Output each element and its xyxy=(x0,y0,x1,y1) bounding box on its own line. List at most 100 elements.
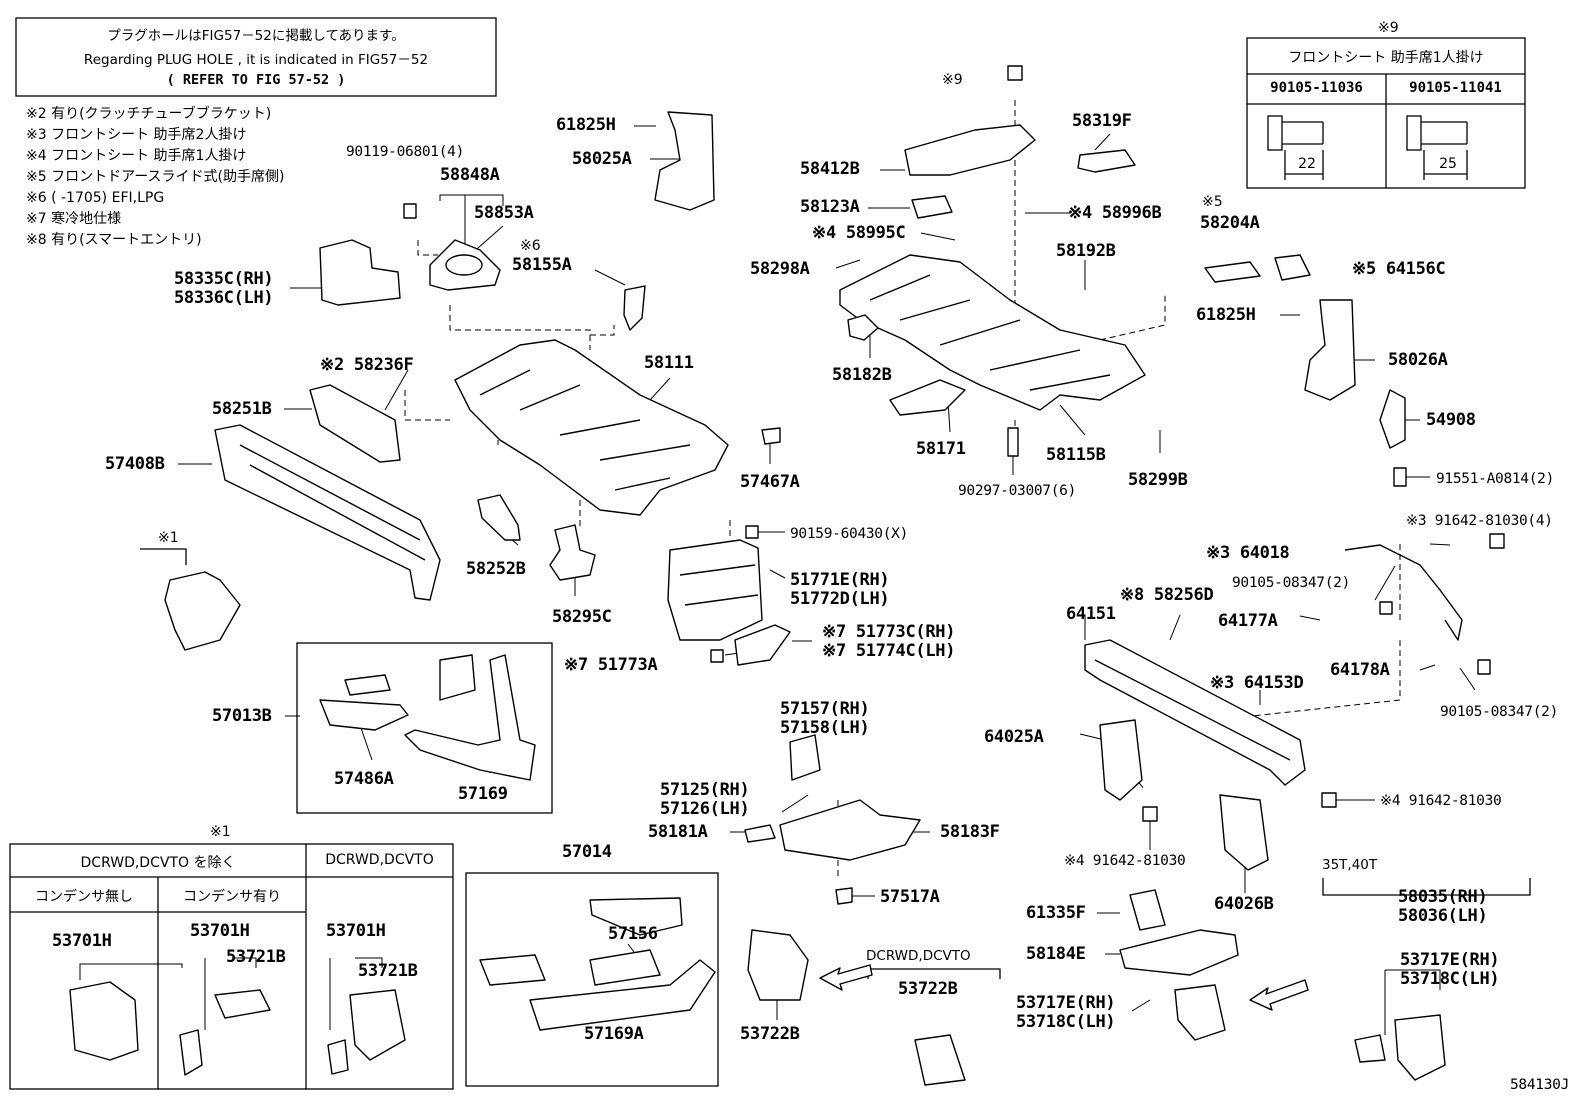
label-91642-b: ※4 91642-81030 xyxy=(1064,853,1186,869)
label-51773A: ※7 51773A xyxy=(564,655,658,675)
label-57486A: 57486A xyxy=(334,769,394,789)
label-51771E: 51771E(RH) xyxy=(790,570,890,590)
group-box-57013B xyxy=(296,642,553,814)
label-51774C: ※7 51774C(LH) xyxy=(822,641,956,661)
part-marked-1 xyxy=(164,571,241,651)
condition-group-1: DCRWD,DCVTO を除く xyxy=(80,855,236,871)
label-64153D: ※3 64153D xyxy=(1210,673,1304,693)
note-3: ※3 フロントシート 助手席2人掛け xyxy=(26,127,247,143)
label-58035: 58035(RH) xyxy=(1398,887,1488,907)
note-2: ※2 有り(クラッチチューブブラケット) xyxy=(26,106,272,122)
label-58025A: 58025A xyxy=(572,149,632,169)
label-53721B-2: 53721B xyxy=(358,961,418,981)
bolt-91551 xyxy=(1393,467,1407,487)
part-58123A xyxy=(911,195,953,219)
arrow-left-53717E xyxy=(1249,979,1309,1011)
part-51773C xyxy=(734,624,791,666)
part-53721B-2 xyxy=(349,989,406,1061)
condition-table-mark: ※1 xyxy=(210,824,231,840)
label-53718C-a: 53718C(LH) xyxy=(1016,1012,1116,1032)
label-58251B: 58251B xyxy=(212,399,272,419)
condition-table-frame xyxy=(9,843,454,1090)
label-90105-a: 90105-08347(2) xyxy=(1232,575,1351,591)
part-64018 xyxy=(1344,544,1463,641)
label-58299B: 58299B xyxy=(1128,470,1188,490)
part-57169 xyxy=(404,654,536,781)
part-53701H-3 xyxy=(327,1039,349,1075)
spec-table-mark: ※9 xyxy=(1378,20,1399,36)
bolt-90297 xyxy=(1007,427,1019,457)
label-58412B: 58412B xyxy=(800,159,860,179)
label-61825H-b: 61825H xyxy=(1196,305,1256,325)
part-bracket-box xyxy=(439,654,476,701)
part-58182B xyxy=(847,314,879,341)
part-57014-a xyxy=(479,954,546,986)
label-53722B-b: 53722B xyxy=(898,979,958,999)
part-58251B xyxy=(309,384,401,463)
label-58155A: 58155A xyxy=(512,255,572,275)
part-64025A xyxy=(1099,719,1143,801)
spec-table-dim2: 25 xyxy=(1439,156,1457,172)
label-58252B: 58252B xyxy=(466,559,526,579)
label-54908: 54908 xyxy=(1426,410,1476,430)
label-58182B: 58182B xyxy=(832,365,892,385)
label-57517A: 57517A xyxy=(880,887,940,907)
part-53721B-1 xyxy=(214,989,271,1019)
condition-sub-2: コンデンサ有り xyxy=(183,889,281,905)
clip-51773A xyxy=(710,649,724,663)
notice-line-1: プラグホールはFIG57－52に掲載してあります。 xyxy=(107,28,405,44)
arrow-left-53722B xyxy=(819,964,873,991)
part-53701H-2 xyxy=(179,1029,203,1076)
part-64026B xyxy=(1219,794,1269,871)
part-51771E xyxy=(667,539,763,641)
label-marked-1: ※1 xyxy=(158,530,179,546)
label-61825H-a: 61825H xyxy=(556,115,616,135)
label-53717E-a: 53717E(RH) xyxy=(1016,993,1116,1013)
part-53701H-1 xyxy=(69,981,139,1061)
label-58183F: 58183F xyxy=(940,822,1000,842)
label-9-mark: ※9 xyxy=(942,72,963,88)
label-53717E-b: 53717E(RH) xyxy=(1400,950,1500,970)
part-61335F xyxy=(1129,889,1166,931)
label-91642-r: ※4 91642-81030 xyxy=(1380,793,1502,809)
label-58184E: 58184E xyxy=(1026,944,1086,964)
part-53722B-a xyxy=(747,929,809,1001)
spec-table-col2: 90105-11041 xyxy=(1409,80,1502,96)
part-58183F xyxy=(779,799,921,861)
part-58026A xyxy=(1304,299,1356,401)
label-64178A: 64178A xyxy=(1330,660,1390,680)
label-58115B: 58115B xyxy=(1046,445,1106,465)
note-7: ※7 寒冷地仕様 xyxy=(26,211,122,227)
notice-line-2: Regarding PLUG HOLE , it is indicated in… xyxy=(83,52,429,68)
label-dcrwd-dcvto: DCRWD,DCVTO xyxy=(866,948,971,964)
label-58853A: 58853A xyxy=(474,203,534,223)
label-58192B: 58192B xyxy=(1056,241,1116,261)
part-58252B xyxy=(477,494,521,541)
notice-line-3: ( REFER TO FIG 57-52 ) xyxy=(166,72,346,88)
label-51772D: 51772D(LH) xyxy=(790,589,890,609)
part-64151 xyxy=(1084,639,1306,786)
part-58025A xyxy=(654,111,715,211)
label-64025A: 64025A xyxy=(984,727,1044,747)
part-58171 xyxy=(889,379,966,416)
label-58204A-mark: ※5 xyxy=(1202,194,1223,210)
label-91642-top: ※3 91642-81030(4) xyxy=(1406,513,1553,529)
label-64026B: 64026B xyxy=(1214,894,1274,914)
spec-table-header: フロントシート 助手席1人掛け xyxy=(1288,50,1484,66)
label-57158: 57158(LH) xyxy=(780,718,870,738)
part-53717E-b xyxy=(1354,1034,1386,1063)
label-58319F: 58319F xyxy=(1072,111,1132,131)
label-57156: 57156 xyxy=(608,924,658,944)
label-53701H-1: 53701H xyxy=(52,931,112,951)
part-53722B-b xyxy=(914,1034,966,1086)
figure-number: 584130J xyxy=(1510,1077,1570,1093)
part-57169A xyxy=(529,959,716,1031)
label-64177A: 64177A xyxy=(1218,611,1278,631)
note-5: ※5 フロントドアースライド式(助手席側) xyxy=(26,169,285,185)
part-57408B xyxy=(214,424,441,601)
part-58204A xyxy=(1204,261,1261,283)
label-58111: 58111 xyxy=(644,353,694,373)
part-64156C xyxy=(1274,254,1311,281)
part-57014-b xyxy=(589,949,661,986)
label-58155A-mark: ※6 xyxy=(520,238,541,254)
